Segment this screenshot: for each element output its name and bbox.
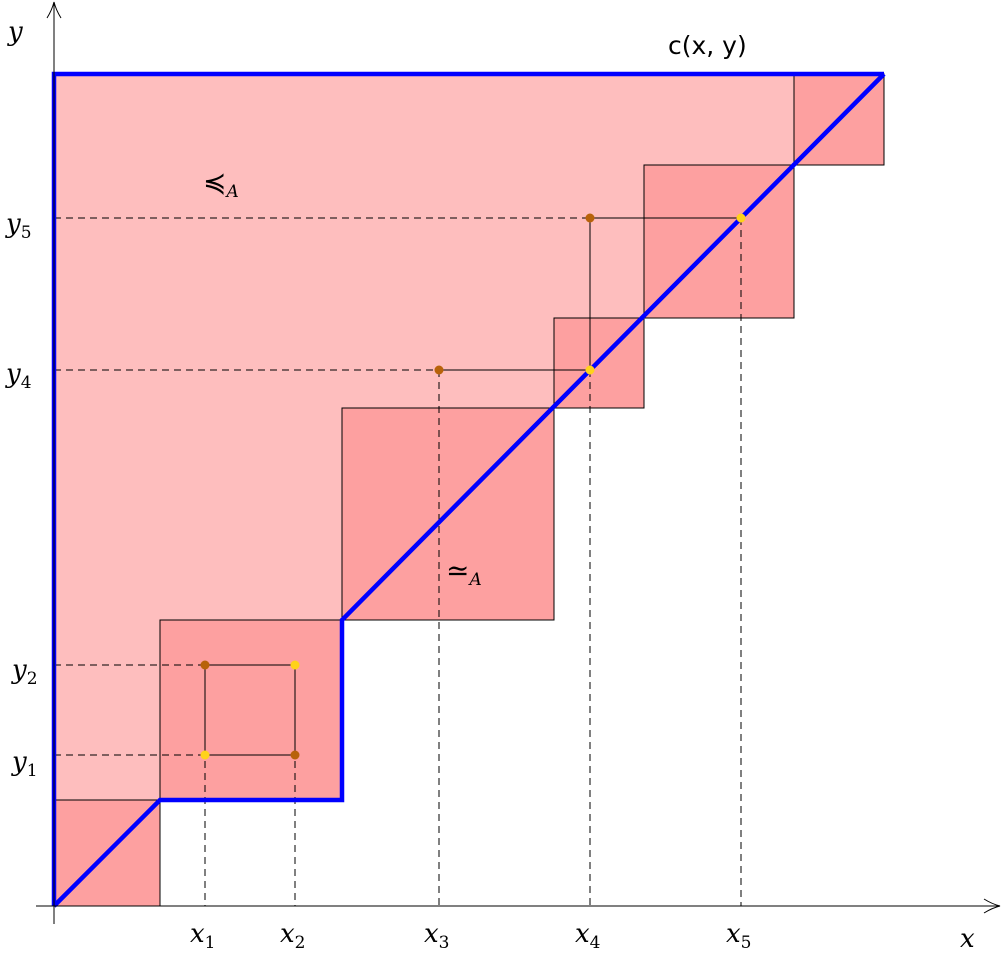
x-tick-labels: x1 x2 x3 x4 x5: [190, 919, 752, 953]
point-x1-y2: [200, 660, 210, 670]
simeq-symbol: ≃: [446, 554, 469, 587]
y-tick-5: y5: [5, 209, 32, 243]
simeq-subscript: A: [467, 570, 481, 590]
curve-label: c(x, y): [668, 31, 747, 60]
equivalence-block-2: [159, 619, 343, 801]
y-axis-arrow-icon: [46, 1, 62, 19]
y-axis-label: y: [7, 17, 23, 47]
points: [200, 213, 746, 760]
x-tick-2: x2: [280, 919, 306, 953]
y-tick-1: y1: [11, 747, 38, 781]
axes: [36, 1, 1001, 924]
connector-lines: [204, 217, 741, 756]
y-tick-2: y2: [11, 655, 38, 689]
x-tick-4: x4: [575, 919, 601, 953]
simeq-label: ≃A: [446, 554, 482, 590]
x-tick-1: x1: [190, 919, 216, 953]
point-x4-y5: [585, 213, 595, 223]
point-x4-y4: [585, 365, 595, 375]
point-x5-y5: [736, 213, 746, 223]
preceq-symbol: ≼: [203, 166, 226, 199]
preceq-label: ≼A: [203, 166, 239, 202]
point-x1-y1: [200, 750, 210, 760]
x-tick-5: x5: [726, 919, 752, 953]
x-axis-arrow-icon: [983, 898, 1001, 914]
blue-staircase: [52, 72, 886, 908]
preceq-subscript: A: [224, 182, 238, 202]
point-x3-y4: [434, 365, 444, 375]
point-x2-y2: [290, 660, 300, 670]
y-tick-labels: y1 y2 y4 y5: [5, 209, 38, 781]
point-x2-y1: [290, 750, 300, 760]
y-tick-4: y4: [5, 359, 32, 393]
x-axis-label: x: [960, 924, 975, 954]
x-tick-3: x3: [424, 919, 450, 953]
connector-square: [204, 664, 296, 756]
